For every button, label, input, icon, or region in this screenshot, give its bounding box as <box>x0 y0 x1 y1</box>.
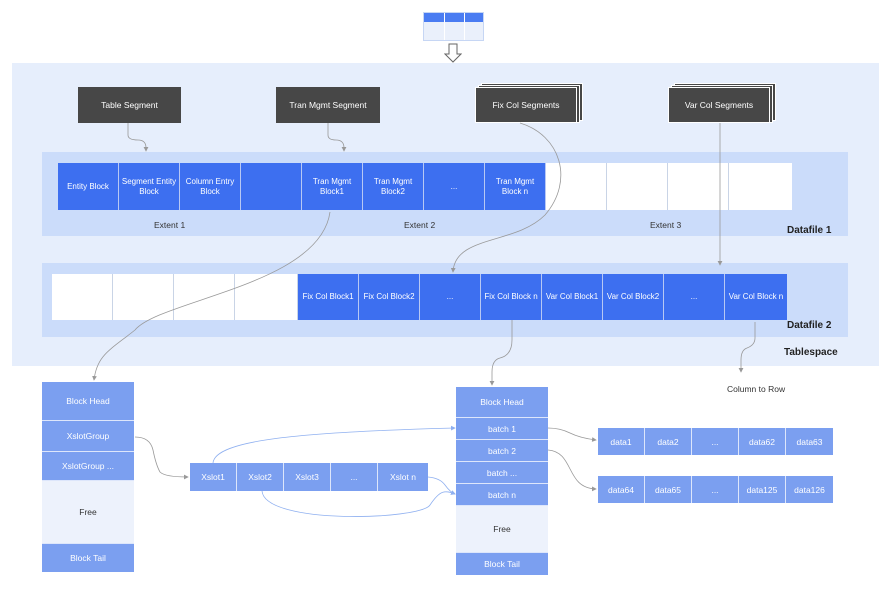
connector-xslot1-to-batch1 <box>212 425 456 464</box>
xslot-cell[interactable]: Xslot2 <box>237 463 284 491</box>
block-var-col-2[interactable]: Var Col Block2 <box>603 274 664 320</box>
block-free[interactable] <box>607 163 668 210</box>
block-ellipsis[interactable]: ... <box>420 274 481 320</box>
tran-mgmt-block-detail: Block Head XslotGroup XslotGroup ... Fre… <box>42 382 134 572</box>
data-cell[interactable]: data2 <box>645 428 692 455</box>
batch-item[interactable]: batch ... <box>456 462 548 484</box>
block-ellipsis[interactable]: ... <box>664 274 725 320</box>
datafile-1-label: Datafile 1 <box>787 225 832 236</box>
block-head[interactable]: Block Head <box>456 387 548 418</box>
block-tran-mgmt-1[interactable]: Tran Mgmt Block1 <box>302 163 363 210</box>
down-arrow-icon <box>444 43 462 63</box>
extent-1-label: Extent 1 <box>154 220 186 230</box>
xslot-cell[interactable]: ... <box>331 463 378 491</box>
datafile-2-label: Datafile 2 <box>787 320 832 331</box>
connector-xslotgroup-to-xslot <box>134 436 189 480</box>
column-to-row-label: Column to Row <box>727 384 786 394</box>
data-cell[interactable]: data65 <box>645 476 692 503</box>
xslot-row: Xslot1 Xslot2 Xslot3 ... Xslot n <box>190 463 428 491</box>
block-free[interactable] <box>546 163 607 210</box>
block-tran-mgmt-n[interactable]: Tran Mgmt Block n <box>485 163 546 210</box>
data-row-1: data1 data2 ... data62 data63 <box>598 428 833 455</box>
extent-3-label: Extent 3 <box>650 220 682 230</box>
block-tran-mgmt-2[interactable]: Tran Mgmt Block2 <box>363 163 424 210</box>
block-fix-col-n[interactable]: Fix Col Block n <box>481 274 542 320</box>
extent-2-label: Extent 2 <box>404 220 436 230</box>
xslot-cell[interactable]: Xslot3 <box>284 463 331 491</box>
data-cell[interactable]: data125 <box>739 476 786 503</box>
block-free[interactable] <box>235 274 298 320</box>
block-ellipsis[interactable]: ... <box>424 163 485 210</box>
xslot-cell[interactable]: Xslot n <box>378 463 428 491</box>
tran-mgmt-segment-box[interactable]: Tran Mgmt Segment <box>276 87 380 123</box>
table-segment-box[interactable]: Table Segment <box>78 87 181 123</box>
batch-item[interactable]: batch 1 <box>456 418 548 440</box>
datafile-1-blocks: Entity Block Segment Entity Block Column… <box>58 163 792 210</box>
block-free[interactable] <box>729 163 792 210</box>
data-cell[interactable]: data64 <box>598 476 645 503</box>
connector-xslot2-to-batchn <box>261 490 456 517</box>
free-space: Free <box>456 506 548 553</box>
col-block-detail: Block Head batch 1 batch 2 batch ... bat… <box>456 387 548 575</box>
block-tail[interactable]: Block Tail <box>42 544 134 572</box>
connector-xslotn-to-batchn <box>427 476 456 495</box>
block-fix-col-2[interactable]: Fix Col Block2 <box>359 274 420 320</box>
block-entity[interactable]: Entity Block <box>58 163 119 210</box>
block-segment-entity[interactable]: Segment Entity Block <box>119 163 180 210</box>
block-tail[interactable]: Block Tail <box>456 553 548 575</box>
var-col-segments-box[interactable]: Var Col Segments <box>668 87 770 123</box>
block-free[interactable] <box>52 274 113 320</box>
datafile-2-blocks: Fix Col Block1 Fix Col Block2 ... Fix Co… <box>52 274 787 320</box>
block-fix-col-1[interactable]: Fix Col Block1 <box>298 274 359 320</box>
data-cell[interactable]: ... <box>692 428 739 455</box>
batch-item[interactable]: batch 2 <box>456 440 548 462</box>
fix-col-segments-box[interactable]: Fix Col Segments <box>475 87 577 123</box>
data-cell[interactable]: data1 <box>598 428 645 455</box>
data-cell[interactable]: data63 <box>786 428 833 455</box>
free-space: Free <box>42 481 134 544</box>
xslot-group-more[interactable]: XslotGroup ... <box>42 452 134 481</box>
data-cell[interactable]: data126 <box>786 476 833 503</box>
data-cell[interactable]: data62 <box>739 428 786 455</box>
xslot-group[interactable]: XslotGroup <box>42 421 134 452</box>
table-icon <box>423 12 484 41</box>
tablespace-label: Tablespace <box>784 347 838 358</box>
connector-batch1-to-data <box>547 427 597 442</box>
block-empty-blue[interactable] <box>241 163 302 210</box>
xslot-cell[interactable]: Xslot1 <box>190 463 237 491</box>
connector-batch2-to-data <box>547 449 597 492</box>
block-head[interactable]: Block Head <box>42 382 134 421</box>
data-row-2: data64 data65 ... data125 data126 <box>598 476 833 503</box>
batch-item[interactable]: batch n <box>456 484 548 506</box>
block-var-col-1[interactable]: Var Col Block1 <box>542 274 603 320</box>
block-column-entry[interactable]: Column Entry Block <box>180 163 241 210</box>
block-free[interactable] <box>668 163 729 210</box>
data-cell[interactable]: ... <box>692 476 739 503</box>
block-free[interactable] <box>174 274 235 320</box>
block-var-col-n[interactable]: Var Col Block n <box>725 274 787 320</box>
block-free[interactable] <box>113 274 174 320</box>
